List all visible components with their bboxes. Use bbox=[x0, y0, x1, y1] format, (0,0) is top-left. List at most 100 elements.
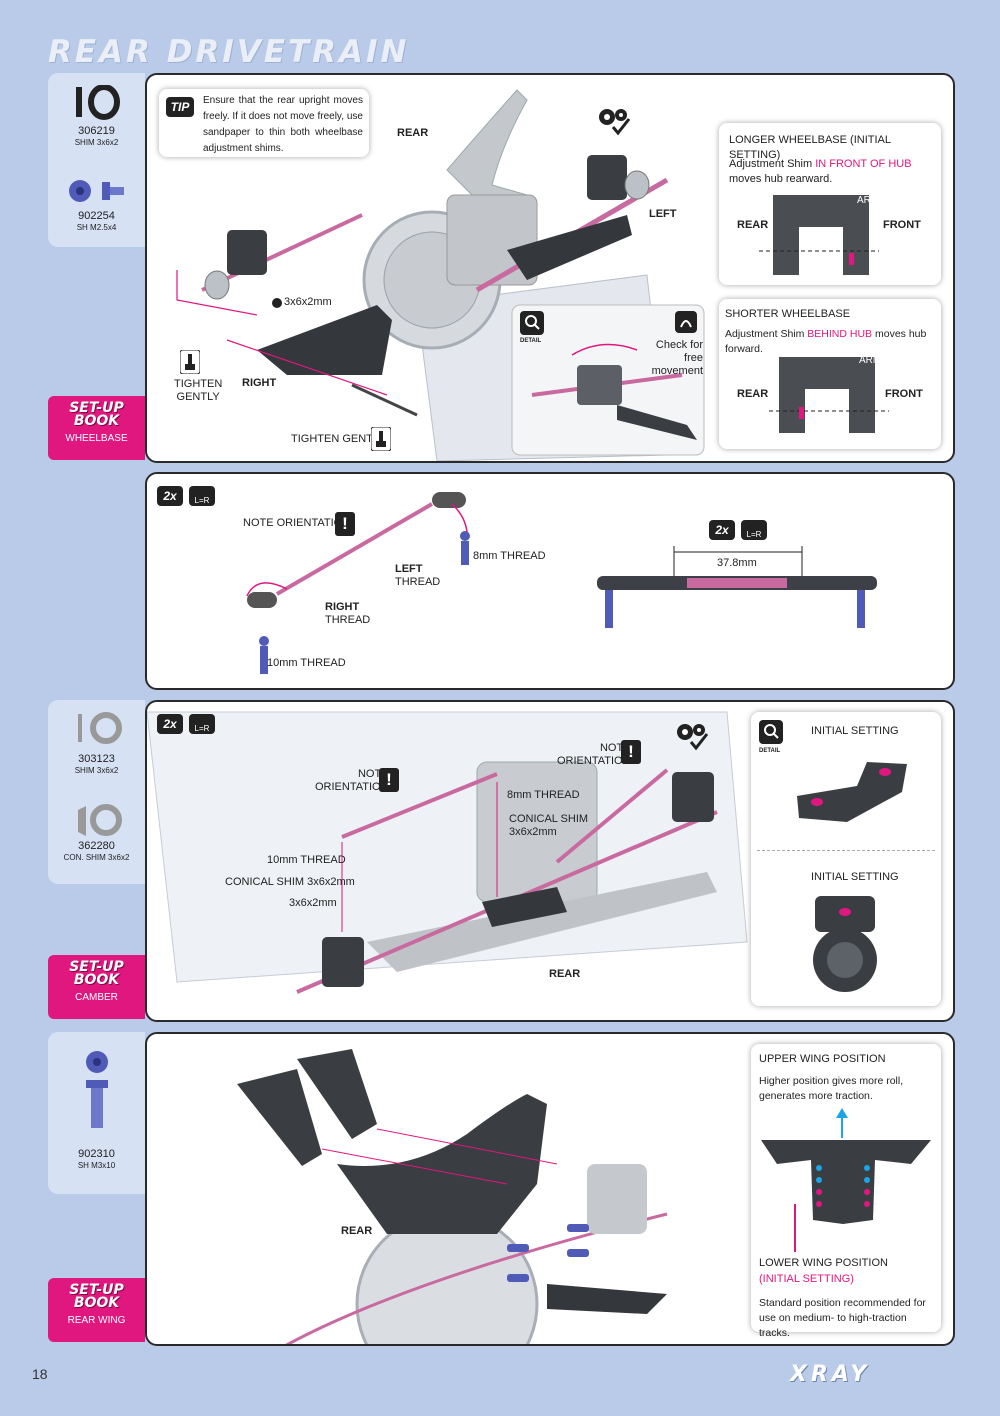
gear-check-icon bbox=[599, 109, 631, 136]
rear-wing-illustration bbox=[237, 1049, 668, 1344]
longer-text-a: Adjustment Shim bbox=[729, 158, 816, 170]
part-desc: SHIM 3x6x2 bbox=[74, 766, 119, 775]
conical1-line2: 3x6x2mm bbox=[509, 826, 557, 838]
setup-name: REAR WING bbox=[67, 1315, 126, 1326]
shorter-text-b: moves hub forward. bbox=[725, 328, 927, 355]
label-10mm-thread: 10mm THREAD bbox=[267, 657, 346, 669]
exclamation-icon: ! bbox=[379, 768, 399, 792]
label-8mm-thread: 8mm THREAD bbox=[507, 789, 580, 801]
upper-title: UPPER WING POSITION bbox=[759, 1053, 886, 1065]
initial-setting-1: INITIAL SETTING bbox=[811, 725, 899, 737]
note2-line2: ORIENTATION bbox=[557, 755, 631, 767]
upper-text: Higher position gives more roll, generat… bbox=[759, 1075, 904, 1102]
setup-line2: BOOK bbox=[73, 1295, 120, 1311]
screw-icon bbox=[86, 1051, 108, 1128]
part-number: 902310 bbox=[78, 1148, 115, 1160]
setup-line1: SET-UP bbox=[69, 1282, 124, 1298]
label-conical-shim-2: CONICAL SHIM 3x6x2mm bbox=[225, 876, 355, 888]
label-note-orientation: NOTE ORIENTATION bbox=[243, 517, 351, 529]
setup-name: CAMBER bbox=[75, 992, 118, 1003]
detail-magnifier-icon bbox=[520, 311, 544, 335]
part-number: 362280 bbox=[78, 840, 115, 852]
lower-initial: (INITIAL SETTING) bbox=[759, 1273, 854, 1285]
longer-front: FRONT bbox=[883, 219, 921, 231]
length-dimension: 37.8mm bbox=[717, 557, 757, 569]
label-8mm-thread: 8mm THREAD bbox=[473, 550, 546, 562]
setup-line1: SET-UP bbox=[69, 959, 124, 975]
divider bbox=[757, 850, 935, 851]
label-check: Check for free movement bbox=[651, 339, 703, 377]
setup-line2: BOOK bbox=[73, 413, 120, 429]
exclamation-icon: ! bbox=[335, 512, 355, 536]
gear-check-icon bbox=[677, 724, 709, 751]
screwdriver-icon bbox=[371, 427, 391, 451]
shorter-wheelbase-callout: SHORTER WHEELBASE Adjustment Shim BEHIND… bbox=[719, 299, 941, 449]
part-desc: SHIM 3x6x2 bbox=[74, 138, 119, 147]
arm-shim-diagram bbox=[769, 357, 889, 433]
quantity-badge: 2x bbox=[157, 714, 183, 734]
tip-badge: TIP bbox=[166, 97, 194, 117]
longer-arm: ARM bbox=[857, 195, 880, 206]
shim-icon bbox=[76, 85, 120, 120]
shorter-front: FRONT bbox=[885, 388, 923, 400]
note1-line2: ORIENTATION bbox=[315, 781, 389, 793]
part-number: 902254 bbox=[78, 210, 115, 222]
label-right: RIGHT bbox=[242, 377, 277, 389]
left-thread: THREAD bbox=[395, 576, 441, 588]
camber-link-mount bbox=[797, 762, 907, 822]
longer-text-highlight: IN FRONT OF HUB bbox=[815, 158, 912, 170]
initial-setting-callout: DETAIL INITIAL SETTING INITIAL SETTING bbox=[751, 712, 941, 1006]
rear-assembly-illustration bbox=[176, 89, 705, 461]
longer-text: Adjustment Shim IN FRONT OF HUB moves hu… bbox=[729, 157, 934, 187]
setup-line1: SET-UP bbox=[69, 400, 124, 416]
turnbuckle-illustration bbox=[246, 492, 877, 674]
lr-badge: L=R bbox=[189, 714, 215, 734]
tighten-line2: GENTLY bbox=[176, 391, 220, 403]
shorter-text-a: Adjustment Shim bbox=[725, 328, 808, 340]
label-left: LEFT bbox=[649, 208, 677, 220]
tip-text: Ensure that the rear upright moves freel… bbox=[203, 95, 363, 154]
quantity-badge: 2x bbox=[157, 486, 183, 506]
check-movement-icon bbox=[675, 311, 697, 333]
quantity-badge: 2x bbox=[709, 520, 735, 540]
detail-label: DETAIL bbox=[520, 338, 542, 344]
page-title: REAR DRIVETRAIN bbox=[48, 34, 410, 70]
wing-mount-diagram bbox=[761, 1108, 931, 1252]
lower-text: Standard position recommended for use on… bbox=[759, 1297, 926, 1339]
longer-title: LONGER WHEELBASE (INITIAL SETTING) bbox=[729, 134, 891, 161]
conical1-line1: CONICAL SHIM bbox=[509, 813, 589, 825]
lr-badge: L=R bbox=[189, 486, 215, 506]
setup-line2: BOOK bbox=[73, 972, 120, 988]
shorter-title: SHORTER WHEELBASE bbox=[725, 308, 851, 320]
label-rear: REAR bbox=[549, 968, 581, 980]
wheelbase-panel: TIP Ensure that the rear upright moves f… bbox=[145, 73, 955, 463]
right-thread: THREAD bbox=[325, 614, 371, 626]
detail-label: DETAIL bbox=[759, 748, 781, 754]
part-desc: SH M3x10 bbox=[77, 1161, 116, 1170]
part-desc: SH M2.5x4 bbox=[76, 223, 117, 232]
page-number: 18 bbox=[32, 1366, 48, 1382]
longer-text-b: moves hub rearward. bbox=[729, 173, 833, 185]
setup-name: WHEELBASE bbox=[65, 433, 128, 444]
conical-shim-icon bbox=[78, 804, 122, 836]
tighten-line1: TIGHTEN bbox=[174, 378, 223, 390]
lr-badge: L=R bbox=[741, 520, 767, 540]
part-number: 303123 bbox=[78, 753, 115, 765]
initial-setting-2: INITIAL SETTING bbox=[811, 871, 899, 883]
shorter-rear: REAR bbox=[737, 388, 769, 400]
